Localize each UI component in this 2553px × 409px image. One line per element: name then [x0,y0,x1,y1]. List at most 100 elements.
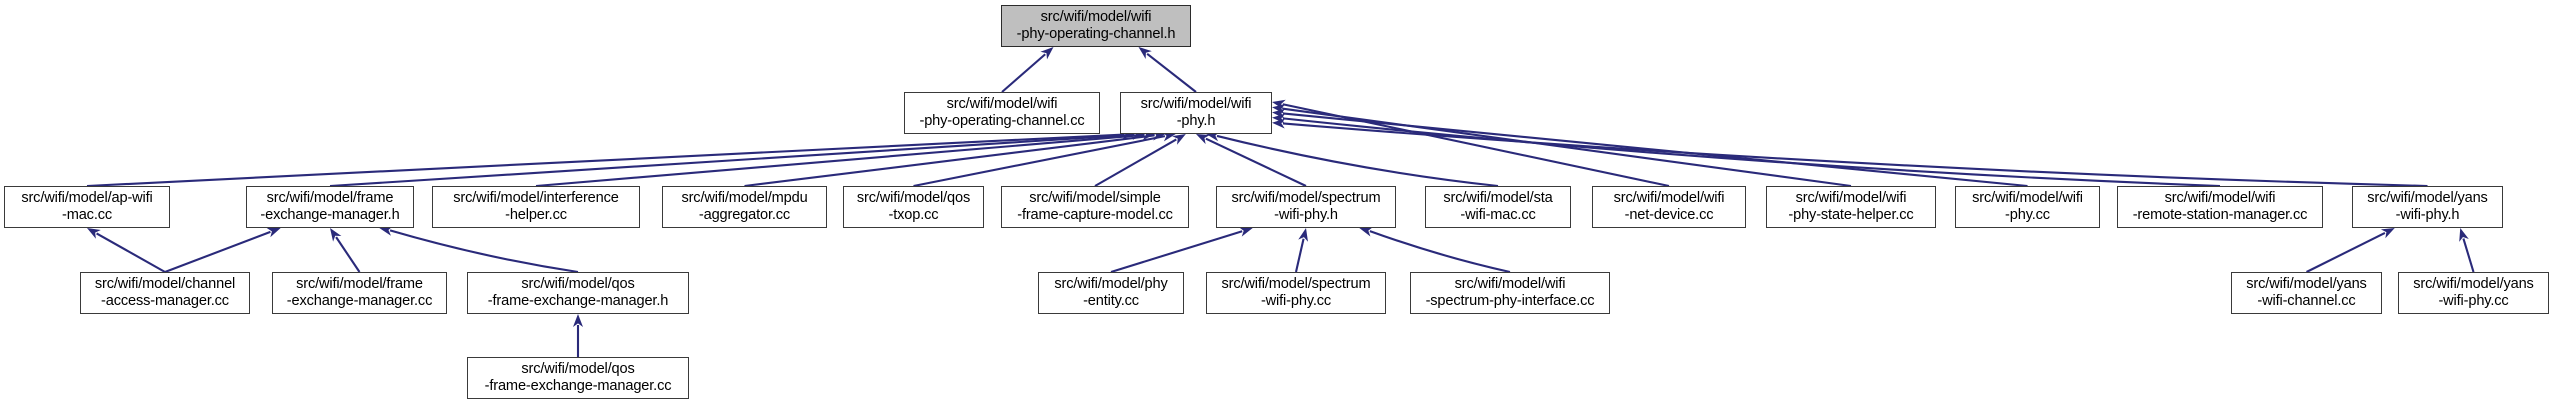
node-label-line2: -txop.cc [888,207,939,223]
graph-node[interactable]: src/wifi/model/wifi-phy.cc [1955,186,2100,228]
node-label-line2: -spectrum-phy-interface.cc [1425,293,1595,309]
node-label-line1: src/wifi/model/phy [1054,275,1168,292]
graph-node-root[interactable]: src/wifi/model/wifi-phy-operating-channe… [1001,5,1191,47]
graph-node[interactable]: src/wifi/model/wifi-phy-operating-channe… [904,92,1100,134]
node-label-line1: src/wifi/model/wifi [1140,95,1252,112]
graph-node[interactable]: src/wifi/model/frame-exchange-manager.cc [272,272,447,314]
node-label-line2: -access-manager.cc [101,293,229,309]
node-label-line2: -remote-station-manager.cc [2132,207,2308,223]
graph-node[interactable]: src/wifi/model/ap-wifi-mac.cc [4,186,170,228]
graph-edge [535,133,1145,188]
graph-node[interactable]: src/wifi/model/spectrum-wifi-phy.cc [1206,272,1386,314]
node-label-line2: -entity.cc [1083,293,1139,309]
graph-edge [389,229,579,274]
graph-edge [1205,137,1307,187]
graph-node[interactable]: src/wifi/model/interference-helper.cc [432,186,640,228]
graph-edge [1094,138,1177,187]
node-label-line1: src/wifi/model/wifi [946,95,1058,112]
graph-node[interactable]: src/wifi/model/wifi-phy.h [1120,92,1272,134]
node-label-line2: -frame-capture-model.cc [1017,207,1173,223]
graph-node[interactable]: src/wifi/model/mpdu-aggregator.cc [662,186,827,228]
graph-edge [744,134,1155,188]
edge-arrowhead [266,227,281,238]
graph-node[interactable]: src/wifi/model/wifi-remote-station-manag… [2117,186,2323,228]
edge-arrowhead [573,314,583,327]
graph-edge [1282,107,1852,188]
graph-node[interactable]: src/wifi/model/phy-entity.cc [1038,272,1184,314]
graph-edge [1294,238,1305,273]
node-label-line1: src/wifi/model/wifi [1040,8,1152,25]
edge-arrowhead [1272,118,1286,129]
node-label-line2: -wifi-phy.cc [1260,293,1332,309]
node-label-line2: -exchange-manager.cc [286,293,433,309]
graph-edge [2306,231,2386,273]
graph-node[interactable]: src/wifi/model/yans-wifi-channel.cc [2231,272,2382,314]
graph-node[interactable]: src/wifi/model/wifi-phy-state-helper.cc [1766,186,1936,228]
node-label-line2: -frame-exchange-manager.h [487,293,669,309]
node-label-line2: -wifi-phy.cc [2438,293,2509,309]
edge-arrowhead [1359,226,1374,237]
graph-node[interactable]: src/wifi/model/spectrum-wifi-phy.h [1216,186,1396,228]
edge-arrowhead [1138,47,1152,59]
node-label-line1: src/wifi/model/wifi [1972,189,2083,206]
edge-arrowhead [87,228,101,239]
graph-node[interactable]: src/wifi/model/qos-txop.cc [843,186,984,228]
node-label-line1: src/wifi/model/yans [2246,275,2367,292]
node-label-line1: src/wifi/model/yans [2413,275,2534,292]
graph-edge [1146,52,1197,93]
graph-edge [1282,117,2221,188]
node-label-line2: -helper.cc [505,207,567,223]
graph-node[interactable]: src/wifi/model/wifi-net-device.cc [1592,186,1746,228]
edge-arrowhead [1298,228,1308,242]
graph-edge [2462,238,2475,273]
graph-node[interactable]: src/wifi/model/simple-frame-capture-mode… [1001,186,1189,228]
node-label-line1: src/wifi/model/spectrum [1231,189,1381,206]
node-label-line1: src/wifi/model/yans [2367,189,2488,206]
edge-arrowhead [1238,227,1253,237]
node-label-line1: src/wifi/model/wifi [1795,189,1907,206]
graph-edge [1110,230,1243,274]
node-label-line1: src/wifi/model/mpdu [681,189,808,206]
graph-edge [96,232,166,273]
graph-edge [329,133,1135,188]
edge-arrowhead [2380,228,2395,239]
node-label-line2: -wifi-phy.h [2395,207,2460,223]
node-label-line2: -aggregator.cc [698,207,791,223]
node-label-line1: src/wifi/model/qos [521,275,635,292]
edge-arrowhead [2459,228,2469,242]
graph-node[interactable]: src/wifi/model/frame-exchange-manager.h [246,186,414,228]
node-label-line1: src/wifi/model/interference [453,189,619,206]
graph-node[interactable]: src/wifi/model/qos-frame-exchange-manage… [467,357,689,399]
graph-node[interactable]: src/wifi/model/channel-access-manager.cc [80,272,250,314]
node-label-line1: src/wifi/model/channel [94,275,236,292]
node-label-line1: src/wifi/model/simple [1029,189,1161,206]
graph-node[interactable]: src/wifi/model/qos-frame-exchange-manage… [467,272,689,314]
graph-node[interactable]: src/wifi/model/yans-wifi-phy.cc [2398,272,2549,314]
graph-edge [1216,134,1499,188]
graph-node[interactable]: src/wifi/model/yans-wifi-phy.h [2352,186,2503,228]
node-label-line1: src/wifi/model/frame [296,275,423,292]
graph-node[interactable]: src/wifi/model/wifi-spectrum-phy-interfa… [1410,272,1610,314]
node-label-line2: -mac.cc [61,207,113,223]
node-label-line1: src/wifi/model/sta [1443,189,1553,206]
graph-edge [86,133,1125,188]
node-label-line2: -wifi-channel.cc [2257,293,2356,309]
node-label-line2: -wifi-mac.cc [1460,207,1536,223]
edge-arrowhead [330,228,342,242]
edge-arrowhead [379,225,394,236]
graph-edge [913,135,1166,188]
node-label-line2: -exchange-manager.h [260,207,400,223]
graph-edge [1001,53,1046,93]
graph-node[interactable]: src/wifi/model/sta-wifi-mac.cc [1425,186,1571,228]
node-label-line2: -phy-operating-channel.h [1016,26,1176,42]
node-label-line2: -wifi-phy.h [1274,207,1338,223]
node-label-line1: src/wifi/model/wifi [2164,189,2276,206]
graph-edge [1369,230,1511,274]
node-label-line2: -phy-operating-channel.cc [919,113,1085,129]
node-label-line2: -phy.h [1176,113,1216,129]
edge-arrowhead [1040,47,1054,60]
edge-arrowhead [1172,134,1186,145]
graph-edge [335,236,361,273]
